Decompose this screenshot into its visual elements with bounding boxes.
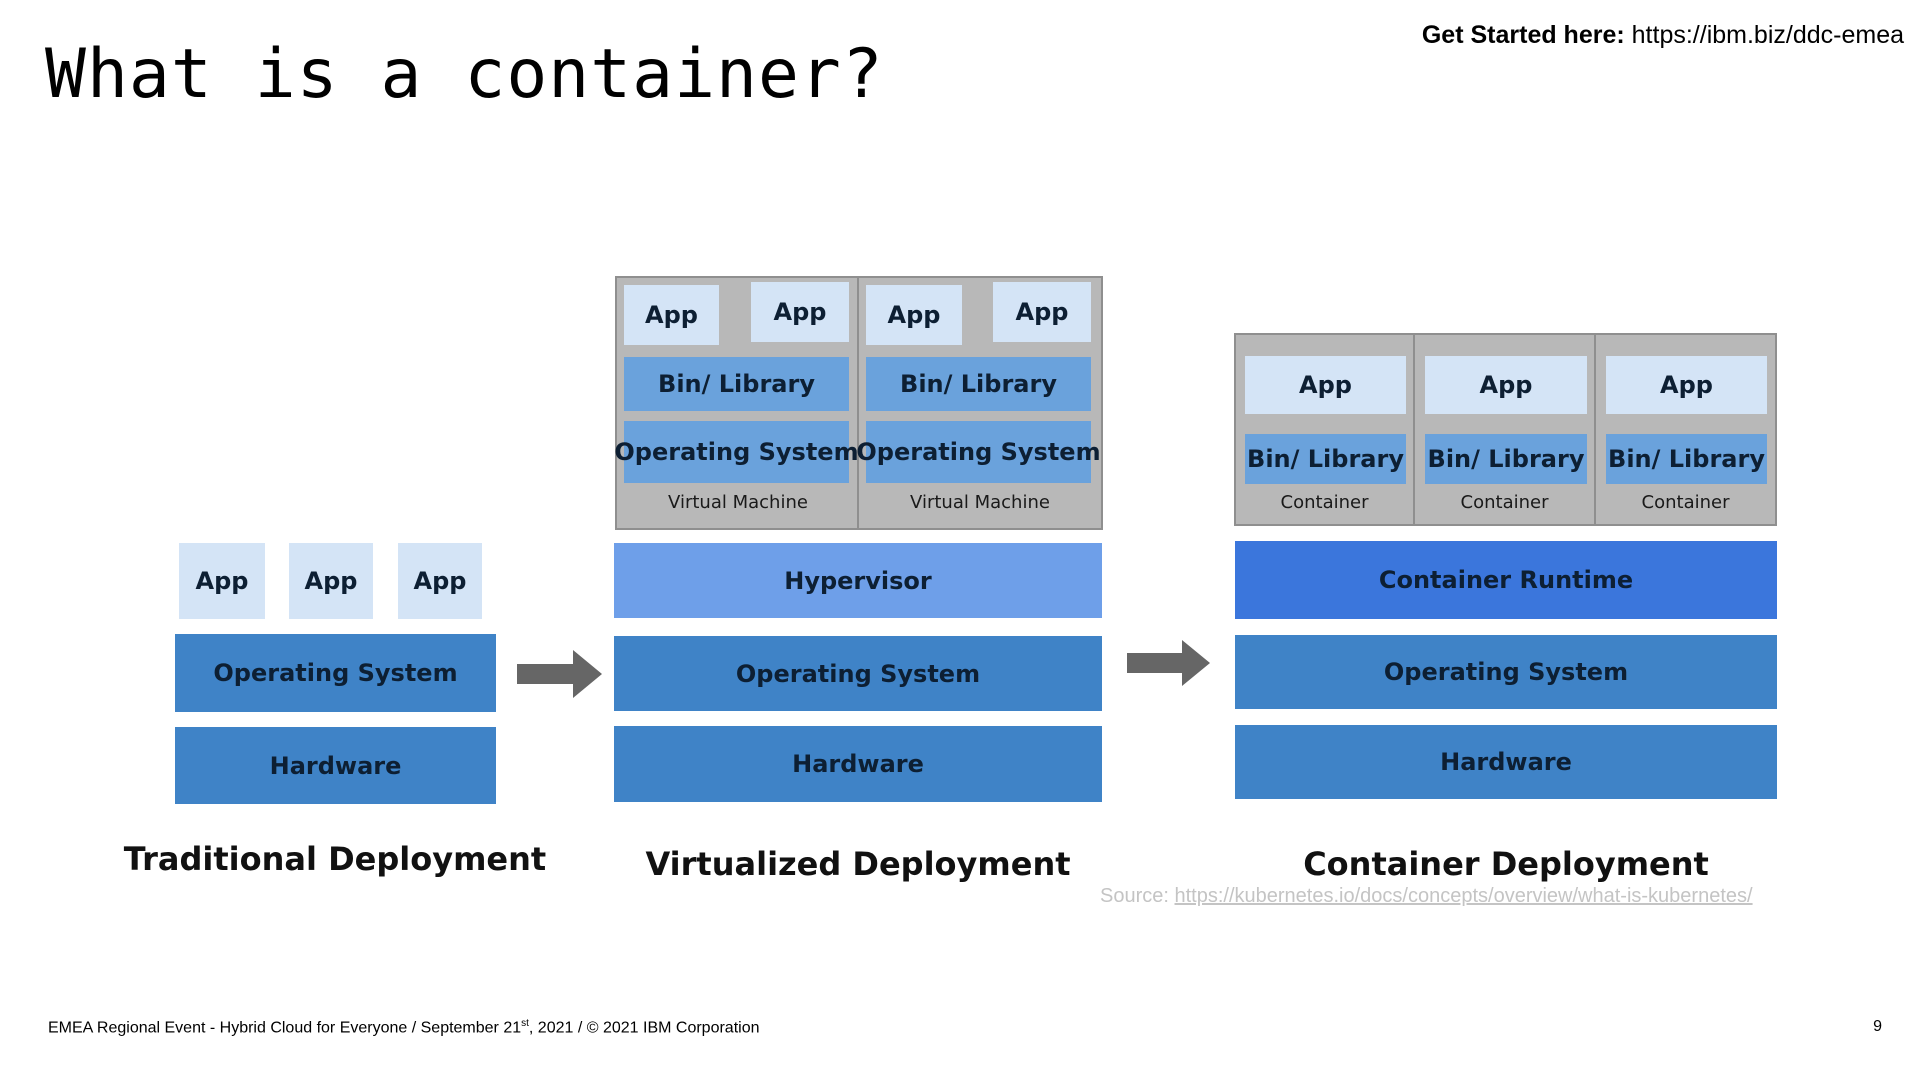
vm2-os: Operating System xyxy=(856,421,1101,483)
container3-library: Bin/ Library xyxy=(1606,434,1767,484)
page-title: What is a container? xyxy=(45,35,884,114)
traditional-heading: Traditional Deployment xyxy=(123,840,547,878)
vm1-os: Operating System xyxy=(614,421,859,483)
source-link[interactable]: https://kubernetes.io/docs/concepts/over… xyxy=(1174,885,1753,907)
container-heading: Container Deployment xyxy=(1303,845,1709,883)
footer-rest: , 2021 / © 2021 IBM Corporation xyxy=(528,1019,760,1037)
get-started: Get Started here: https://ibm.biz/ddc-em… xyxy=(1422,20,1904,50)
container-divider-2 xyxy=(1594,335,1596,524)
vm1-label: Virtual Machine xyxy=(668,492,808,513)
source-note: Source: https://kubernetes.io/docs/conce… xyxy=(1100,885,1753,908)
vm-divider xyxy=(857,278,859,528)
container3-label: Container xyxy=(1641,492,1730,513)
get-started-label: Get Started here: xyxy=(1421,21,1625,49)
container1-app: App xyxy=(1245,356,1406,414)
footer-ordinal: st xyxy=(521,1018,529,1029)
vm2-app-2: App xyxy=(993,282,1091,342)
arrow-right-icon xyxy=(517,650,602,698)
virtualized-heading: Virtualized Deployment xyxy=(645,845,1071,883)
container-hardware-layer: Hardware xyxy=(1235,725,1777,799)
vm2-library: Bin/ Library xyxy=(866,357,1091,411)
virtualized-hardware-layer: Hardware xyxy=(614,726,1102,802)
get-started-link[interactable]: https://ibm.biz/ddc-emea xyxy=(1631,21,1904,49)
hypervisor-layer: Hypervisor xyxy=(614,543,1102,618)
container2-library: Bin/ Library xyxy=(1425,434,1587,484)
vm2-label: Virtual Machine xyxy=(910,492,1050,513)
container-divider-1 xyxy=(1413,335,1415,524)
container1-library: Bin/ Library xyxy=(1245,434,1406,484)
page-number: 9 xyxy=(1873,1018,1882,1035)
container1-label: Container xyxy=(1280,492,1369,513)
vm1-app-1: App xyxy=(624,285,719,345)
footer: EMEA Regional Event - Hybrid Cloud for E… xyxy=(48,1018,760,1037)
virtualized-os-layer: Operating System xyxy=(614,636,1102,711)
traditional-app-3: App xyxy=(398,543,482,619)
vm1-library: Bin/ Library xyxy=(624,357,849,411)
traditional-os-layer: Operating System xyxy=(175,634,496,712)
container3-app: App xyxy=(1606,356,1767,414)
container-os-layer: Operating System xyxy=(1235,635,1777,709)
traditional-app-1: App xyxy=(179,543,265,619)
traditional-hardware-layer: Hardware xyxy=(175,727,496,804)
vm2-app-1: App xyxy=(866,285,962,345)
container2-app: App xyxy=(1425,356,1587,414)
arrow-right-icon xyxy=(1127,640,1210,686)
container2-label: Container xyxy=(1460,492,1549,513)
traditional-app-2: App xyxy=(289,543,373,619)
footer-event: EMEA Regional Event - Hybrid Cloud for E… xyxy=(48,1019,522,1037)
source-label: Source: xyxy=(1100,885,1169,907)
vm1-app-2: App xyxy=(751,282,849,342)
container-runtime-layer: Container Runtime xyxy=(1235,541,1777,619)
